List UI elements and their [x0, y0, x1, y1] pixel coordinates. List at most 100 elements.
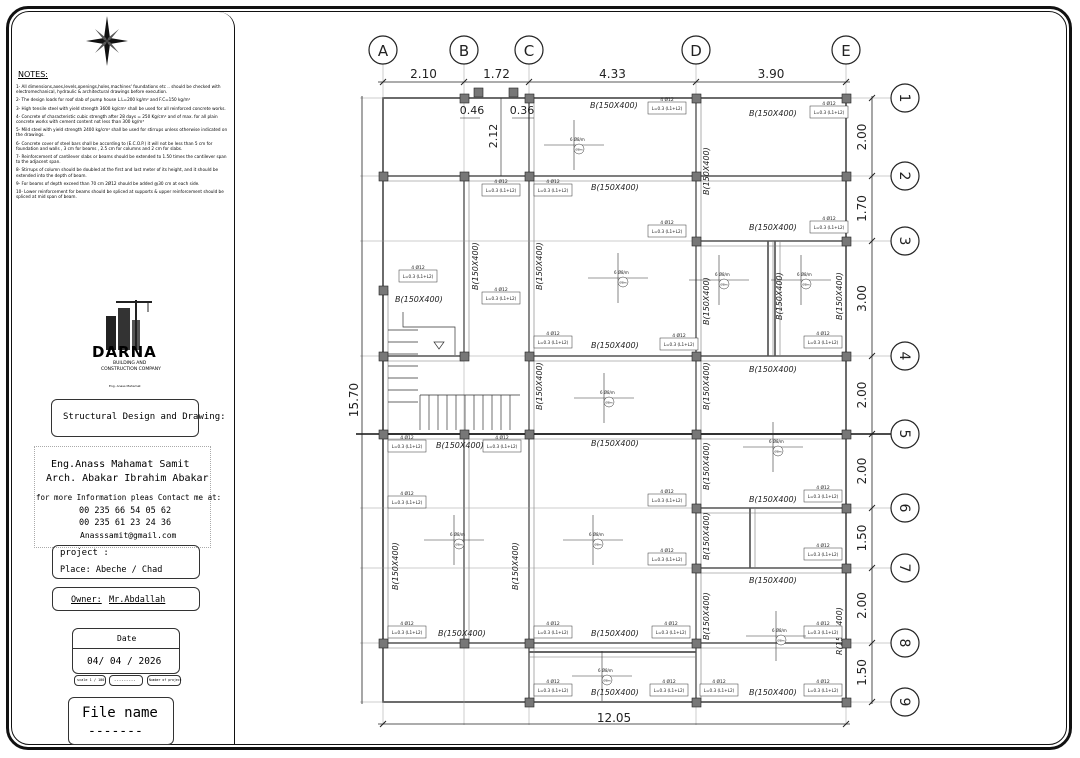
- company-sub2: CONSTRUCTION COMPANY: [101, 367, 161, 372]
- column: [691, 171, 702, 182]
- axis-bubble: [890, 687, 920, 717]
- column: [524, 638, 535, 649]
- column: [841, 351, 852, 362]
- axis-bubble: [890, 628, 920, 658]
- axis-number: 5: [896, 430, 912, 439]
- dim-label: 15.70: [347, 383, 361, 417]
- column: [691, 563, 702, 574]
- owner-box: Owner: Mr.Abdallah: [52, 587, 200, 611]
- beam-label: B(150X400): [749, 688, 797, 697]
- email: Anasssamit@gmail.com: [80, 531, 177, 540]
- note-item: 1- All dimensions,axes,levels,openings,h…: [16, 84, 221, 95]
- rebar-tag: [398, 269, 438, 283]
- column: [691, 503, 702, 514]
- dim-label: 3.90: [758, 67, 785, 81]
- rebar-tag: [651, 625, 691, 639]
- column: [378, 351, 389, 362]
- stair-rail: [402, 312, 456, 355]
- axis-number: 7: [896, 564, 912, 573]
- mesh-tag: Ø8m: [603, 678, 610, 683]
- file-name-label: File name: [82, 705, 158, 721]
- rebar-tag: [803, 625, 843, 639]
- note-item: 7- Reinforcement of cantilever slabs or …: [16, 154, 227, 165]
- axis-bubble: [368, 35, 398, 65]
- stair-arrow-icon: [433, 341, 445, 350]
- note-item: 3- High tensile steel with yield strengt…: [16, 105, 226, 111]
- mesh-tag: Ø8m: [455, 542, 462, 547]
- mesh-tag: Ø8m: [777, 638, 784, 643]
- dim-label: 2.00: [855, 382, 869, 409]
- axis-bubble: [449, 35, 479, 65]
- mesh-circle-icon: [603, 396, 615, 408]
- mesh-circle-icon: [592, 538, 604, 550]
- rebar-top-label: 4 Ø12: [816, 678, 830, 685]
- engineer-name: Eng.Anass Mahamat Samit: [51, 459, 190, 470]
- rebar-top-label: 4 Ø12: [662, 678, 676, 685]
- axis-bubble: [890, 553, 920, 583]
- scale-label: scale 1 / 100: [77, 678, 105, 682]
- rebar-top-label: 4 Ø12: [712, 678, 726, 685]
- rebar-tag: [803, 683, 843, 697]
- column: [841, 93, 852, 104]
- mesh-tag: Ø8m: [774, 449, 781, 454]
- beam-label: B(150X400): [591, 341, 639, 350]
- rebar-tag: [659, 337, 699, 351]
- rebar-top-label: 4 Ø12: [816, 542, 830, 549]
- rebar-bot-label: L=0.3 (L1+L2): [808, 688, 839, 693]
- column: [378, 285, 389, 296]
- company-logo-icon: [106, 300, 152, 350]
- beam-label: B(150X400): [591, 183, 639, 192]
- note-item: 4- Concrete of characteristic cubic stre…: [16, 113, 218, 125]
- rebar-top-label: 4 Ø12: [546, 330, 560, 337]
- rebar-bot-label: L=0.3 (L1+L2): [656, 630, 687, 635]
- dim-label: 12.05: [597, 711, 631, 725]
- mesh-label: 6 Ø8/m: [715, 272, 730, 277]
- column: [691, 429, 702, 440]
- rebar-bot-label: L=0.3 (L1+L2): [392, 500, 423, 505]
- axis-number: 9: [896, 698, 912, 707]
- dim-tick: [525, 78, 533, 86]
- note-item: 8- Stirrups of column should be doubled …: [16, 167, 219, 178]
- axis-number: 8: [896, 639, 912, 648]
- contact-line: for more Information pleas Contact me at…: [36, 493, 222, 502]
- mesh-tag: Ø8m: [605, 400, 612, 405]
- rebar-top-label: 4 Ø12: [400, 490, 414, 497]
- project-box: project : Place: Abeche / Chad: [52, 545, 200, 579]
- rebar-tag: [649, 683, 689, 697]
- column: [473, 87, 484, 98]
- column: [524, 351, 535, 362]
- notes-list: 1- All dimensions,axes,levels,openings,h…: [16, 84, 228, 202]
- rebar-top-label: 4 Ø12: [411, 264, 425, 271]
- axis-number: 6: [896, 504, 912, 513]
- mesh-tag: Ø8m: [575, 147, 582, 152]
- column: [459, 429, 470, 440]
- rebar-top-label: 4 Ø12: [546, 678, 560, 685]
- beam-label: B(150X400): [391, 542, 400, 590]
- architect-name: Arch. Abakar Ibrahim Abakar: [46, 473, 209, 484]
- mesh-circle-icon: [772, 445, 784, 457]
- rebar-bot-label: L=0.3 (L1+L2): [652, 106, 683, 111]
- dim-label: 1.50: [855, 659, 869, 686]
- mesh-tag: Ø8m: [594, 542, 601, 547]
- column: [841, 503, 852, 514]
- beam-label: B(150X400): [471, 242, 480, 290]
- rebar-bot-label: L=0.3 (L1+L2): [486, 296, 517, 301]
- rebar-top-label: 4 Ø12: [822, 100, 836, 107]
- beam-label: B(150X400): [775, 272, 784, 320]
- dim-tick: [868, 352, 876, 360]
- column: [691, 697, 702, 708]
- note-item: 2- The design loads for roof slab of pum…: [16, 97, 191, 103]
- rebar-bot-label: L=0.3 (L1+L2): [538, 188, 569, 193]
- dim-tick: [868, 698, 876, 706]
- rebar-tag: [387, 439, 427, 453]
- beam-label: B(150X400): [436, 441, 484, 450]
- rebar-tag: [533, 183, 573, 197]
- dim-tick: [868, 639, 876, 647]
- axis-bubble: [890, 493, 920, 523]
- mesh-circle-icon: [775, 634, 787, 646]
- column: [459, 638, 470, 649]
- mesh-tag: Ø8m: [720, 282, 727, 287]
- rebar-bot-label: L=0.3 (L1+L2): [814, 225, 845, 230]
- date-value: 04/ 04 / 2026: [87, 656, 162, 667]
- rebar-bot-label: L=0.3 (L1+L2): [392, 630, 423, 635]
